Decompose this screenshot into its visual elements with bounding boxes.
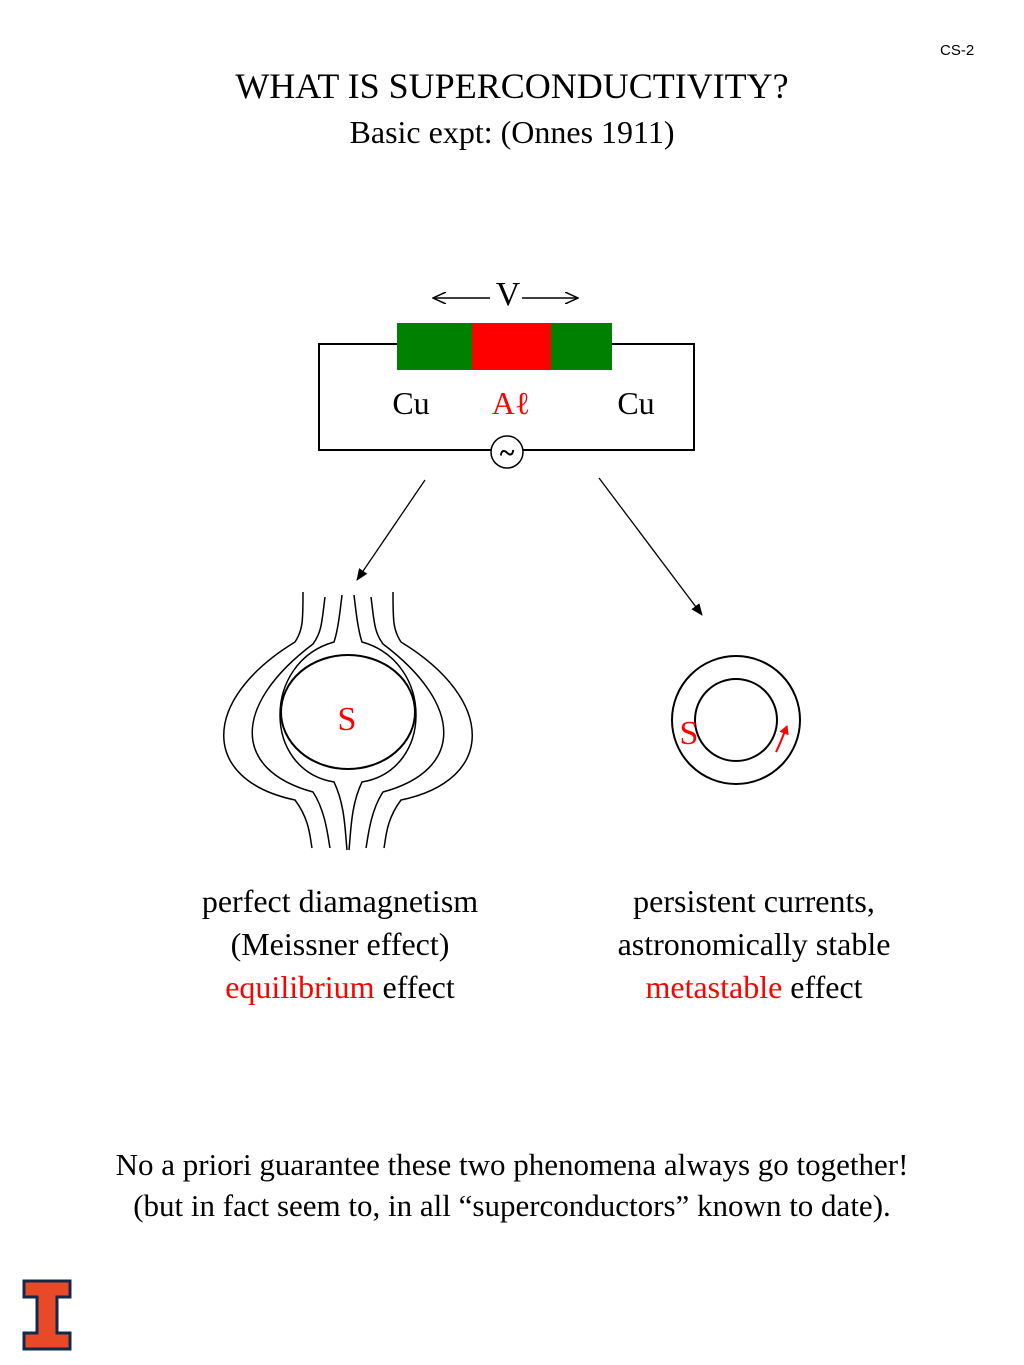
- ring-caption-rest: effect: [782, 969, 863, 1005]
- superconducting-ring: [671, 655, 801, 785]
- meissner-caption: perfect diamagnetism (Meissner effect) e…: [140, 880, 540, 1009]
- copper-right-label: Cu: [617, 385, 654, 421]
- illinois-block-i-icon: [22, 1279, 72, 1351]
- ring-caption-line1: persistent currents,: [633, 883, 875, 919]
- aluminium-label: Aℓ: [492, 385, 530, 421]
- ring-caption-line2: astronomically stable: [617, 926, 891, 962]
- ring-caption: persistent currents, astronomically stab…: [554, 880, 954, 1009]
- magnetic-field-lines: [223, 591, 473, 851]
- ring-sample-label: S: [680, 715, 699, 752]
- footer-line2: (but in fact seem to, in all “supercondu…: [133, 1188, 891, 1223]
- copper-left-segment: [397, 323, 472, 370]
- ring-highlight: metastable: [645, 969, 783, 1005]
- slide-number: CS-2: [940, 42, 975, 59]
- meissner-caption-line3: equilibrium effect: [140, 966, 540, 1009]
- footer-note: No a priori guarantee these two phenomen…: [0, 1144, 1024, 1226]
- persistent-current-arrow-icon: [775, 725, 789, 753]
- meissner-caption-rest: effect: [374, 969, 455, 1005]
- footer-line1: No a priori guarantee these two phenomen…: [115, 1147, 909, 1182]
- meissner-sample: [280, 654, 416, 770]
- meissner-highlight: equilibrium: [225, 969, 375, 1005]
- right-branch-arrow: [598, 477, 703, 616]
- meissner-caption-line2: (Meissner effect): [230, 926, 450, 962]
- voltage-label: V: [496, 276, 521, 313]
- ac-source-symbol: ~: [500, 438, 515, 469]
- aluminium-segment: [472, 323, 551, 370]
- ac-source-icon: [490, 435, 524, 469]
- meissner-caption-line1: perfect diamagnetism: [201, 883, 479, 919]
- meissner-sample-label: S: [338, 701, 357, 738]
- ring-caption-line3: metastable effect: [554, 966, 954, 1009]
- copper-left-label: Cu: [392, 385, 429, 421]
- copper-right-segment: [551, 323, 612, 370]
- page-title: WHAT IS SUPERCONDUCTIVITY?: [235, 66, 789, 106]
- page-subtitle: Basic expt: (Onnes 1911): [349, 114, 675, 150]
- left-branch-arrow: [356, 479, 426, 581]
